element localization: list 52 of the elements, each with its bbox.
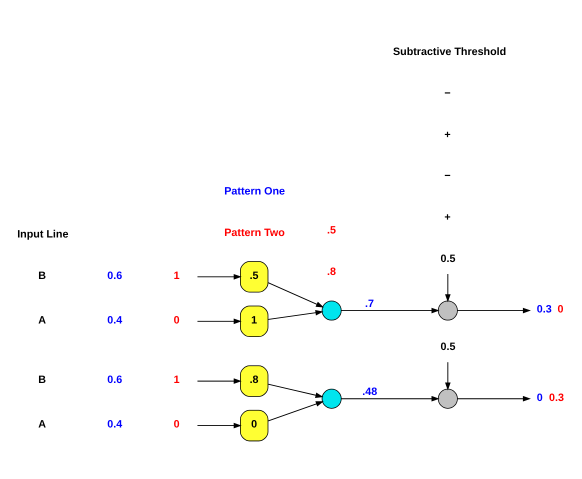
node-text: 0.5 (440, 340, 456, 353)
edge-label: .7 (365, 297, 374, 310)
label: + (444, 128, 451, 140)
arrow (340, 307, 440, 313)
node-circle (322, 300, 342, 320)
label: 0.6 (107, 269, 122, 282)
node-text: 0 (536, 391, 543, 404)
label: B (38, 269, 46, 282)
node-text: 0.3 (536, 303, 552, 316)
label: Subtractive Threshold (393, 45, 506, 58)
node-circle (322, 388, 342, 408)
arrow (268, 383, 324, 398)
label: Pattern Two (224, 226, 285, 238)
node-circle (438, 388, 458, 408)
arrow (340, 395, 440, 402)
node-box: 0 (240, 409, 268, 441)
arrow (196, 422, 242, 428)
node-text: 0 (174, 418, 180, 430)
arrow (196, 318, 242, 324)
node-circle (438, 300, 458, 320)
node-box: 1 (240, 305, 268, 337)
arrow (457, 307, 531, 313)
arrow (268, 282, 324, 307)
label: .8 (327, 266, 336, 278)
node-text: 0 (174, 314, 180, 326)
arrow (457, 395, 531, 402)
label: B (38, 374, 46, 386)
arrow (445, 273, 451, 302)
node-label: 0 (558, 303, 564, 316)
label: A (38, 314, 46, 326)
node-box: .8 (240, 364, 268, 396)
label: + (444, 211, 451, 224)
arrow (196, 378, 242, 384)
label: 0.6 (107, 374, 122, 386)
label: 0.4 (107, 418, 122, 430)
node-label: 0.3 (549, 391, 564, 404)
label: − (444, 86, 451, 99)
arrow (268, 309, 324, 320)
label: Input Line (17, 228, 68, 240)
node-box: .5 (240, 260, 268, 292)
node-text: 0.5 (440, 252, 456, 265)
label: .5 (327, 224, 336, 236)
node-text: 1 (174, 269, 180, 282)
label: Pattern One (224, 185, 286, 198)
node-text: 1 (174, 374, 180, 386)
label: A (38, 418, 46, 430)
edge-label: .48 (362, 386, 378, 398)
label: 0.4 (107, 314, 122, 326)
arrow (445, 361, 451, 390)
arrow (268, 400, 324, 421)
label: − (444, 170, 451, 182)
arrow (196, 274, 242, 280)
